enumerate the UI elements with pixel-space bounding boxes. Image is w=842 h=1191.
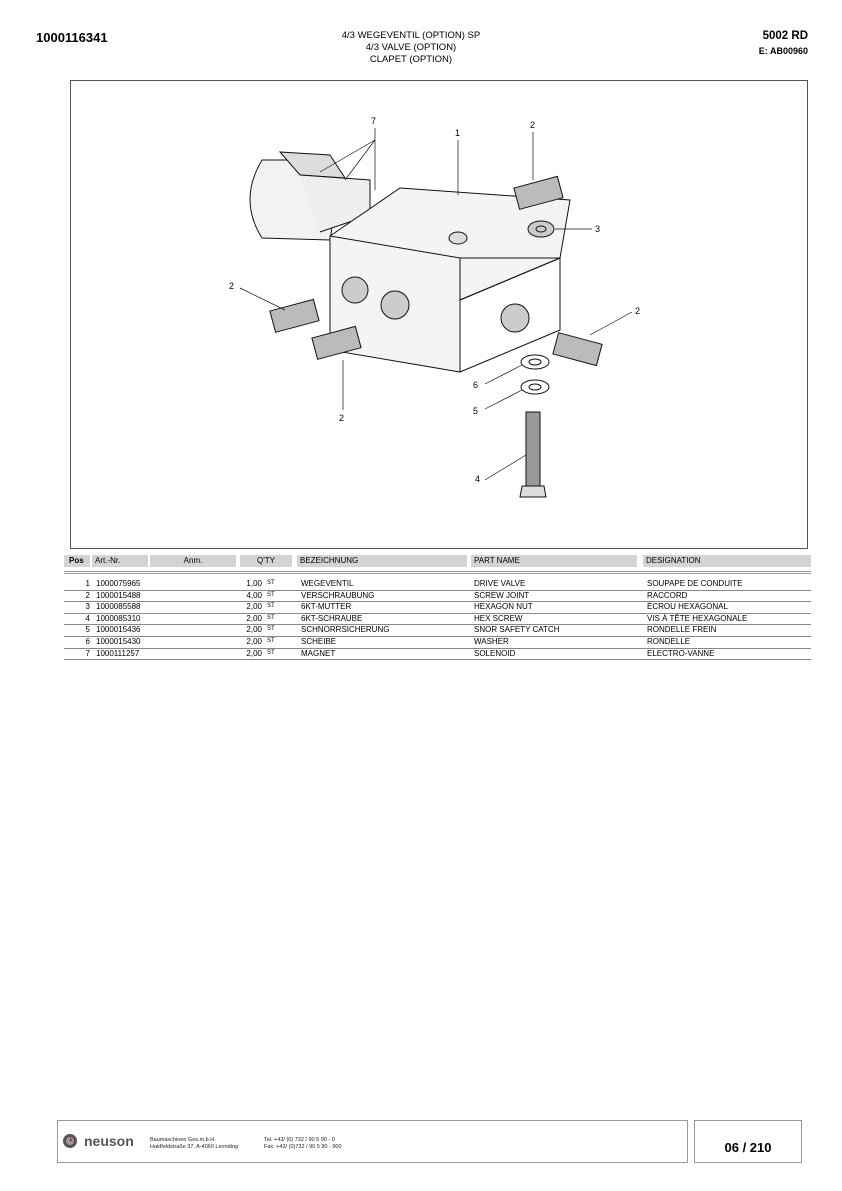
brand-name: neuson [84, 1133, 134, 1149]
callout-3: 3 [595, 224, 600, 234]
col-qty: Q'TY [240, 555, 292, 567]
pos-cell: 6 [85, 637, 90, 646]
art-nr-cell: 1000111257 [96, 648, 140, 658]
pos-cell: 3 [85, 602, 90, 612]
qty-cell: 4,00 [246, 590, 262, 600]
unit-cell: ST [267, 638, 275, 644]
designation-cell: RACCORD [647, 590, 688, 600]
pos-cell: 1 [85, 579, 90, 588]
bezeichnung-cell: MAGNET [301, 648, 336, 658]
col-part-name: PART NAME [471, 555, 637, 567]
footer: neuson Baumaschinen Ges.m.b.H. Haidfelds… [57, 1120, 688, 1163]
table-row: 4 1000085310 2,00 ST 6KT-SCHRAUBE HEX SCREW VI… [64, 613, 811, 626]
callout-7: 7 [371, 116, 376, 126]
title-de: 4/3 WEGEVENTIL (OPTION) SP [341, 30, 481, 41]
art-nr-cell: 1000085588 [96, 602, 141, 612]
part-name-cell: SNOR SAFETY CATCH [474, 625, 560, 635]
part-name-cell: WASHER [474, 637, 509, 646]
part-name-cell: HEXAGON NUT [474, 602, 533, 612]
title-en: 4/3 VALVE (OPTION) [365, 42, 457, 53]
designation-cell: SOUPAPE DE CONDUITE [647, 579, 743, 588]
part-name-cell: HEX SCREW [474, 613, 523, 623]
bezeichnung-cell: SCHEIBE [301, 637, 337, 646]
col-designation: DESIGNATION [643, 555, 811, 567]
pos-cell: 2 [85, 590, 90, 600]
model: 5002 RD [762, 30, 808, 42]
edition: E: AB00960 [758, 46, 808, 56]
doc-number: 1000116341 [36, 30, 108, 45]
art-nr-cell: 1000015430 [96, 637, 141, 646]
designation-cell: RONDELLE [647, 637, 691, 646]
phone: Tel. +43/ (0) 732 / 90 5 90 - 0 [264, 1137, 335, 1143]
art-nr-cell: 1000015488 [96, 590, 141, 600]
bezeichnung-cell: SCHNORRSICHERUNG [301, 625, 390, 635]
qty-cell: 2,00 [246, 637, 262, 646]
designation-cell: VIS À TÊTE HEXAGONALE [647, 613, 748, 623]
unit-cell: ST [267, 603, 275, 610]
part-name-cell: DRIVE VALVE [474, 579, 526, 588]
designation-cell: ÉCROU HEXAGONAL [647, 602, 728, 612]
bezeichnung-cell: 6KT-MUTTER [301, 602, 352, 612]
company-address: Haidfeldstraße 37, A-4060 Leonding [150, 1144, 239, 1150]
callout-6: 6 [473, 380, 478, 390]
unit-cell: ST [267, 591, 275, 598]
callout-4: 4 [475, 474, 480, 484]
header-divider [64, 571, 811, 574]
bezeichnung-cell: 6KT-SCHRAUBE [301, 613, 363, 623]
qty-cell: 2,00 [246, 602, 262, 612]
qty-cell: 2,00 [246, 648, 262, 658]
col-pos: Pos [64, 555, 90, 567]
table-row: 5 1000015436 2,00 ST SCHNORRSICHERUNG SNOR SA… [64, 624, 811, 637]
valve-block [329, 187, 571, 373]
table-row: 6 1000015430 2,00 ST SCHEIBE WASHER RONDELLE [64, 636, 811, 649]
callout-2: 2 [530, 120, 535, 130]
unit-cell: ST [267, 649, 275, 656]
exploded-drawing [70, 80, 808, 549]
qty-cell: 2,00 [246, 613, 262, 623]
pos-cell: 4 [85, 613, 90, 623]
neuson-logo-icon [63, 1134, 77, 1148]
unit-cell: ST [267, 626, 275, 633]
qty-cell: 2,00 [246, 625, 262, 635]
pos-cell: 7 [85, 648, 90, 658]
art-nr-cell: 1000015436 [96, 625, 141, 635]
header-right: 5002 RD E: AB00960 [759, 30, 808, 56]
part-name-cell: SCREW JOINT [474, 590, 530, 600]
bezeichnung-cell: WEGEVENTIL [301, 579, 354, 588]
contact-info: Tel. +43/ (0) 732 / 90 5 90 - 0 Fax. +43… [264, 1137, 342, 1151]
callout-1: 1 [455, 128, 460, 138]
bezeichnung-cell: VERSCHRAUBUNG [301, 590, 375, 600]
unit-cell: ST [267, 580, 275, 586]
title-fr: CLAPET (OPTION) [369, 54, 453, 65]
pos-cell: 5 [85, 625, 90, 635]
callout-5: 5 [473, 406, 478, 416]
art-nr-cell: 1000075965 [96, 579, 141, 588]
unit-cell: ST [267, 614, 275, 621]
page-title: 4/3 WEGEVENTIL (OPTION) SP 4/3 VALVE (OP… [250, 30, 572, 66]
page-number: 06 / 210 [694, 1120, 802, 1163]
designation-cell: RONDELLE FREIN [647, 625, 717, 635]
table-row: 7 1000111257 2,00 ST MAGNET SOLENOID ELECTRO-V… [64, 648, 811, 661]
col-art-nr: Art.-Nr. [92, 555, 148, 567]
part-name-cell: SOLENOID [474, 648, 516, 658]
table-row: 2 1000015488 4,00 ST VERSCHRAUBUNG SCREW JOIN… [64, 590, 811, 603]
col-anm: Anm. [150, 555, 236, 567]
table-row: 1 1000075965 1,00 ST WEGEVENTIL DRIVE VALVE SO… [64, 578, 811, 591]
callout-2: 2 [229, 281, 234, 291]
art-nr-cell: 1000085310 [96, 613, 141, 623]
company-info: Baumaschinen Ges.m.b.H. Haidfeldstraße 3… [150, 1137, 238, 1151]
callout-2: 2 [635, 306, 640, 316]
company-name: Baumaschinen Ges.m.b.H. [150, 1137, 216, 1143]
col-bezeichnung: BEZEICHNUNG [297, 555, 467, 567]
designation-cell: ELECTRO-VANNE [647, 648, 715, 658]
table-row: 3 1000085588 2,00 ST 6KT-MUTTER HEXAGON NUT ÉC… [64, 601, 811, 614]
qty-cell: 1,00 [246, 579, 262, 588]
fax: Fax. +43/ (0)732 / 90 5 90 - 900 [264, 1144, 342, 1150]
drawing-svg: 7 1 2 3 2 2 6 5 2 4 [229, 116, 640, 498]
callout-2: 2 [339, 413, 344, 423]
